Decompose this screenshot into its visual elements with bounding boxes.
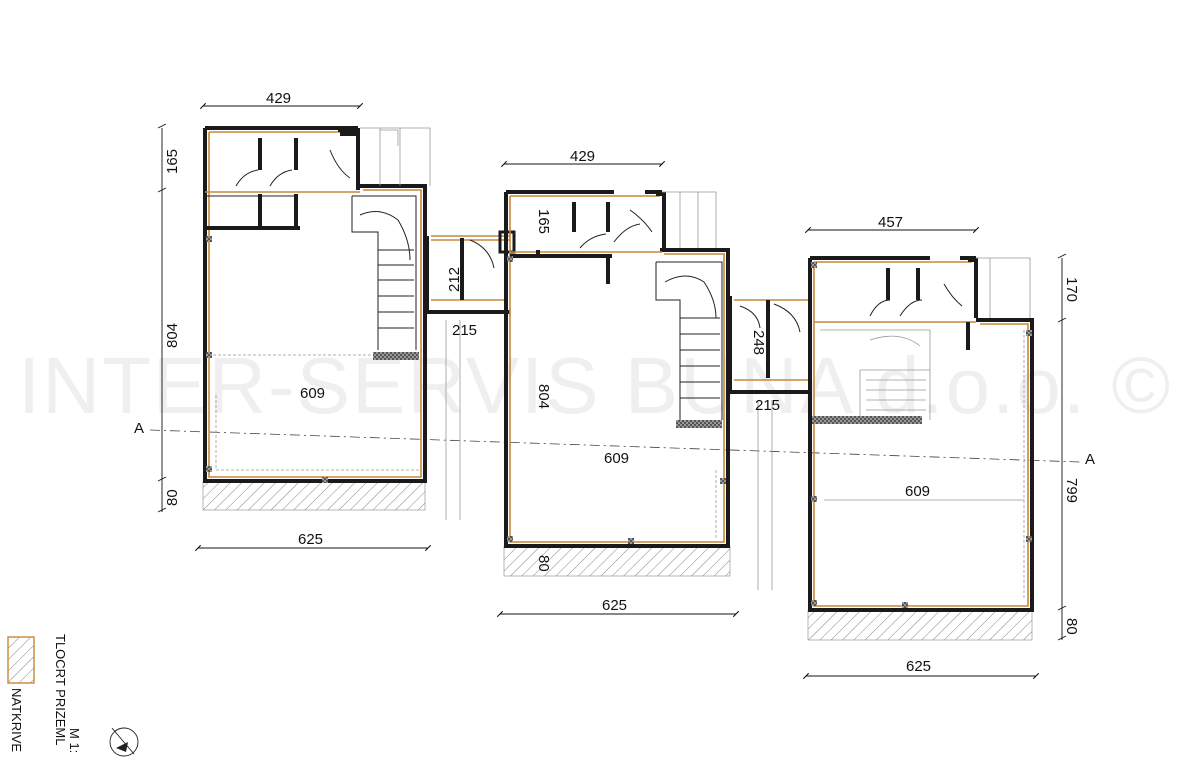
section-line	[149, 429, 1081, 463]
watermark-text: INTER-SERVIS BUNA d.o.o. ©	[18, 341, 1172, 430]
unit-1-connector-width: 215	[452, 322, 477, 339]
unit-3-bottom-width: 625	[906, 658, 931, 675]
unit-2-interior-width: 609	[604, 450, 629, 467]
unit-2-total-depth: 804	[535, 384, 552, 409]
unit-3-canopy-hatch	[807, 609, 1033, 641]
unit-1-bottom-width: 625	[298, 531, 323, 548]
unit-2-top-width: 429	[570, 148, 595, 165]
legend: TLOCRT PRIZEML NATKRIVE M 1:	[7, 634, 139, 757]
section-marker-right: A	[1085, 451, 1095, 468]
unit-1-interior-width: 609	[300, 385, 325, 402]
section-marker-left: A	[134, 420, 144, 437]
unit-1-bottom-offset: 80	[164, 489, 181, 506]
unit-2-connector-depth: 248	[750, 330, 767, 355]
legend-hatch-swatch	[7, 636, 35, 684]
connector-1	[425, 230, 516, 520]
unit-1-total-depth: 804	[164, 323, 181, 348]
unit-3-top-depth: 170	[1063, 277, 1080, 302]
legend-scale: M 1:	[67, 728, 82, 753]
unit-2-bottom-offset: 80	[535, 555, 552, 572]
unit-2-bottom-width: 625	[602, 597, 627, 614]
unit-2-connector-width: 215	[755, 397, 780, 414]
unit-3-total-depth: 799	[1063, 478, 1080, 503]
unit-1-canopy-hatch	[202, 480, 426, 511]
legend-title: TLOCRT PRIZEML	[53, 634, 68, 745]
unit-1-outer-wall	[203, 126, 427, 483]
north-arrow-icon	[109, 727, 139, 757]
unit-3-interior-width: 609	[905, 483, 930, 500]
legend-hatch-label: NATKRIVE	[9, 688, 24, 752]
unit-2-canopy-hatch	[503, 545, 731, 577]
unit-2-plan	[503, 190, 731, 577]
unit-3-plan	[807, 256, 1034, 641]
connector-2	[728, 296, 808, 590]
unit-1-top-depth: 165	[164, 149, 181, 174]
unit-1-top-width: 429	[266, 90, 291, 107]
unit-1-connector-depth: 212	[446, 267, 463, 292]
unit-1-plan	[202, 126, 431, 511]
unit-2-top-depth: 165	[535, 209, 552, 234]
unit-3-bottom-offset: 80	[1063, 618, 1080, 635]
unit-3-top-width: 457	[878, 214, 903, 231]
